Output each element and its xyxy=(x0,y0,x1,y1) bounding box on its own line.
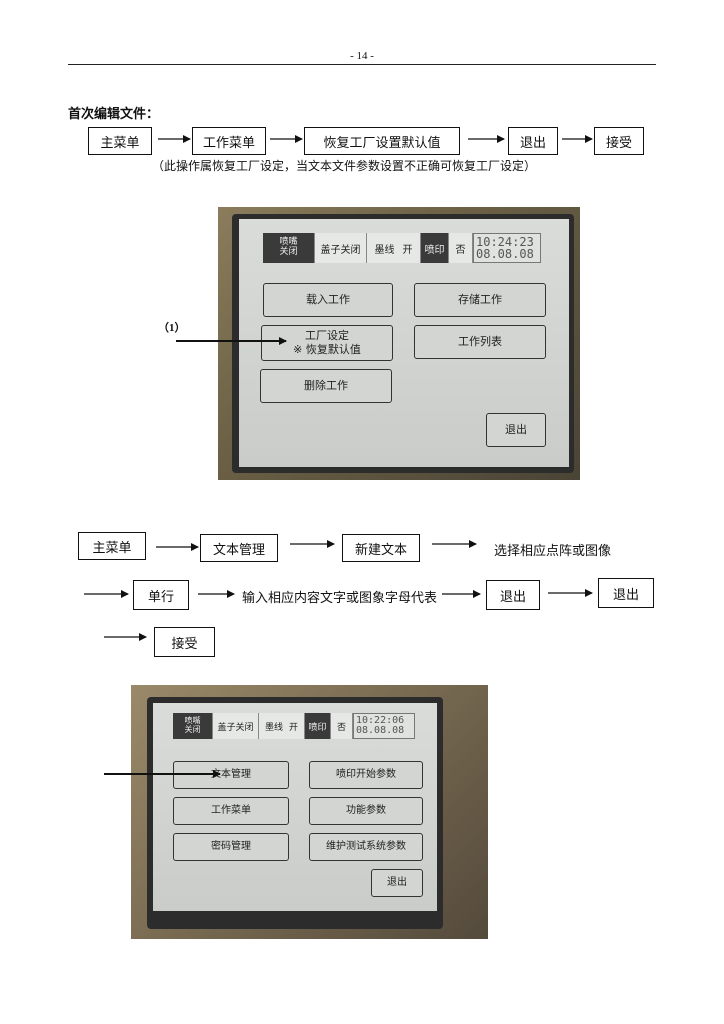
print-start-params-button[interactable]: 喷印开始参数 xyxy=(309,761,423,789)
flow2-box-main-menu: 主菜单 xyxy=(78,532,146,560)
load-job-button[interactable]: 载入工作 xyxy=(263,283,393,317)
section-heading: 首次编辑文件： xyxy=(68,107,160,122)
exit-button-2[interactable]: 退出 xyxy=(371,869,423,897)
header-rule xyxy=(68,64,656,65)
flow2-box-single-line: 单行 xyxy=(133,580,189,610)
flow-box-factory-reset: 恢复工厂设置默认值 xyxy=(304,127,460,155)
status-bar: 喷嘴 关闭 盖子关闭 墨线开 喷印 否 10:24:23 08.08.08 xyxy=(263,233,547,263)
page-number: - 14 - xyxy=(350,50,374,62)
job-list-button[interactable]: 工作列表 xyxy=(414,325,546,359)
flow-box-main-menu: 主菜单 xyxy=(88,127,152,155)
touchscreen-2: 喷嘴 关闭 盖子关闭 墨线开 喷印 否 10:22:06 08.08.08 文本… xyxy=(153,703,437,911)
cover-status: 盖子关闭 xyxy=(315,233,367,263)
print-state-2: 否 xyxy=(331,713,353,739)
nozzle-status-2: 喷嘴 关闭 xyxy=(173,713,213,739)
cover-status-2: 盖子关闭 xyxy=(213,713,259,739)
flow-box-job-menu: 工作菜单 xyxy=(192,127,266,155)
factory-reset-note: （此操作属恢复工厂设定，当文本文件参数设置不正确可恢复工厂设定） xyxy=(152,159,537,173)
flow-box-accept: 接受 xyxy=(594,127,644,155)
flow2-select-dot-image: 选择相应点阵或图像 xyxy=(494,544,612,559)
flow-box-exit: 退出 xyxy=(508,127,558,155)
ink-status: 墨线开 xyxy=(367,233,421,263)
flow2-input-text: 输入相应内容文字或图象字母代表 xyxy=(242,591,438,606)
maintenance-params-button[interactable]: 维护测试系统参数 xyxy=(309,833,423,861)
flow2-box-text-mgmt: 文本管理 xyxy=(200,534,278,562)
save-job-button[interactable]: 存储工作 xyxy=(414,283,546,317)
print-status: 喷印 xyxy=(421,233,449,263)
callout-marker: （1） xyxy=(158,322,186,334)
flow2-box-exit-1: 退出 xyxy=(486,580,540,610)
delete-job-button[interactable]: 删除工作 xyxy=(260,369,392,403)
clock-display-2: 10:22:06 08.08.08 xyxy=(353,713,415,739)
clock-display: 10:24:23 08.08.08 xyxy=(473,233,541,263)
password-mgmt-button[interactable]: 密码管理 xyxy=(173,833,289,861)
flow2-box-accept: 接受 xyxy=(154,627,215,657)
ink-status-2: 墨线开 xyxy=(259,713,305,739)
print-state: 否 xyxy=(449,233,473,263)
status-bar-2: 喷嘴 关闭 盖子关闭 墨线开 喷印 否 10:22:06 08.08.08 xyxy=(173,713,419,739)
function-params-button[interactable]: 功能参数 xyxy=(309,797,423,825)
nozzle-status: 喷嘴 关闭 xyxy=(263,233,315,263)
flow2-box-new-text: 新建文本 xyxy=(342,534,420,562)
print-status-2: 喷印 xyxy=(305,713,331,739)
control-panel-photo-2: 喷嘴 关闭 盖子关闭 墨线开 喷印 否 10:22:06 08.08.08 文本… xyxy=(131,685,488,939)
flow2-box-exit-2: 退出 xyxy=(598,578,654,608)
job-menu-button[interactable]: 工作菜单 xyxy=(173,797,289,825)
exit-button[interactable]: 退出 xyxy=(486,413,546,447)
